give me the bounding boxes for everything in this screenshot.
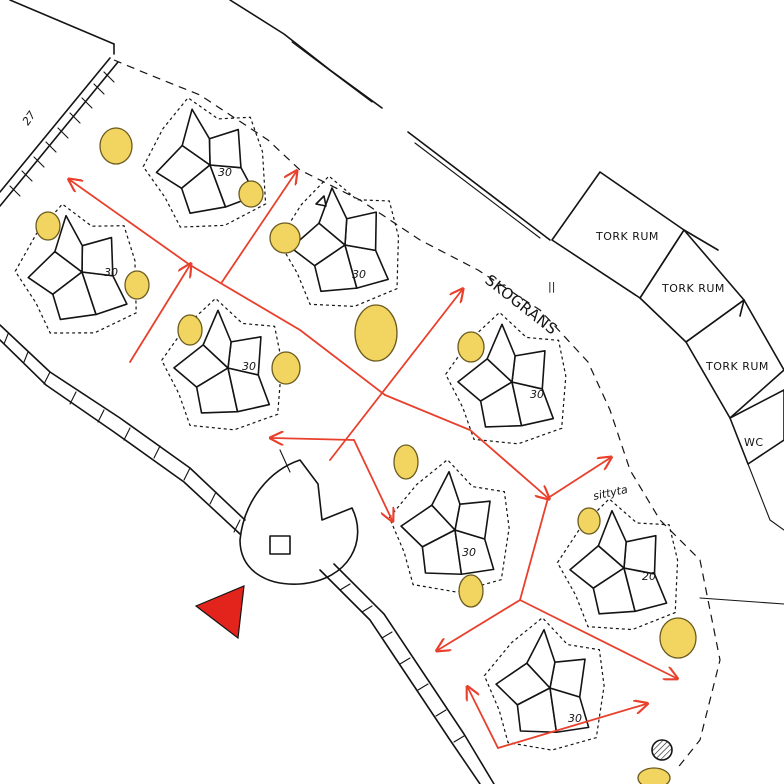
building-b4: 30 — [158, 295, 285, 434]
trees — [35, 127, 697, 784]
red-triangle-icon — [194, 585, 245, 640]
tree — [99, 127, 133, 165]
circulation-arrows — [70, 172, 676, 750]
building-b2: 30 — [272, 169, 405, 314]
wc-label: WC — [744, 436, 764, 449]
railway-hatch — [0, 57, 119, 207]
tree — [458, 574, 484, 608]
building-units-label: 30 — [568, 712, 582, 725]
road-number-label: 27 — [20, 109, 39, 128]
building-units-label: 30 — [104, 266, 118, 279]
fence-lower-left — [0, 324, 495, 784]
tree — [659, 617, 697, 659]
building-b3: 30 — [6, 194, 145, 344]
tree — [577, 507, 601, 535]
tree — [393, 444, 419, 480]
building-b7: 20 — [552, 493, 683, 636]
building-units-label: 30 — [352, 268, 366, 281]
tree — [269, 222, 301, 254]
tree — [238, 180, 264, 208]
tree — [177, 314, 203, 346]
building-b1: 30 — [132, 85, 275, 239]
entrance-area — [239, 449, 359, 585]
building-units-label: 30 — [530, 388, 544, 401]
building-b5: 30 — [442, 309, 569, 448]
boundary-mark: || — [548, 280, 555, 293]
building-units-label: 20 — [642, 570, 656, 583]
tree — [271, 351, 301, 385]
building-units-label: 30 — [462, 546, 476, 559]
dry-room-3-label: TORK RUM — [705, 360, 769, 373]
dry-rooms — [551, 171, 784, 531]
building-b6: 30 — [386, 456, 513, 595]
hatched-circle-icon — [651, 739, 673, 761]
tree — [637, 767, 671, 784]
building-b8: 30 — [481, 614, 608, 753]
building-units-label: 30 — [218, 166, 232, 179]
road-edges — [9, 0, 784, 771]
building-units-label: 30 — [242, 360, 256, 373]
dry-room-1-label: TORK RUM — [595, 230, 659, 243]
dry-room-2-label: TORK RUM — [661, 282, 725, 295]
tree — [354, 304, 398, 362]
tree — [124, 270, 150, 300]
tree — [457, 331, 485, 363]
tree — [35, 211, 61, 241]
small-pointer-icon — [315, 195, 327, 207]
